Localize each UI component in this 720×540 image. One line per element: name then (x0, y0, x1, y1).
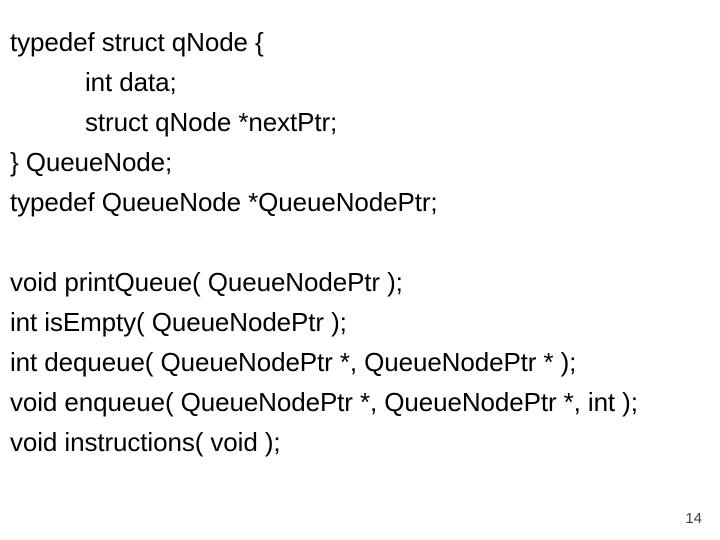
code-line: struct qNode *nextPtr; (85, 107, 338, 137)
code-line: void enqueue( QueueNodePtr *, QueueNodeP… (10, 387, 638, 417)
code-line: int data; (85, 67, 177, 97)
code-line: typedef QueueNode *QueueNodePtr; (10, 187, 438, 217)
code-line: int dequeue( QueueNodePtr *, QueueNodePt… (10, 347, 577, 377)
code-line: void printQueue( QueueNodePtr ); (10, 267, 403, 297)
code-line: } QueueNode; (10, 147, 173, 177)
code-line: typedef struct qNode { (10, 27, 264, 57)
code-line: void instructions( void ); (10, 427, 281, 457)
code-block: typedef struct qNode { int data; struct … (0, 22, 720, 462)
page-number: 14 (685, 510, 702, 527)
code-line-blank (0, 222, 720, 262)
code-line: int isEmpty( QueueNodePtr ); (10, 307, 347, 337)
